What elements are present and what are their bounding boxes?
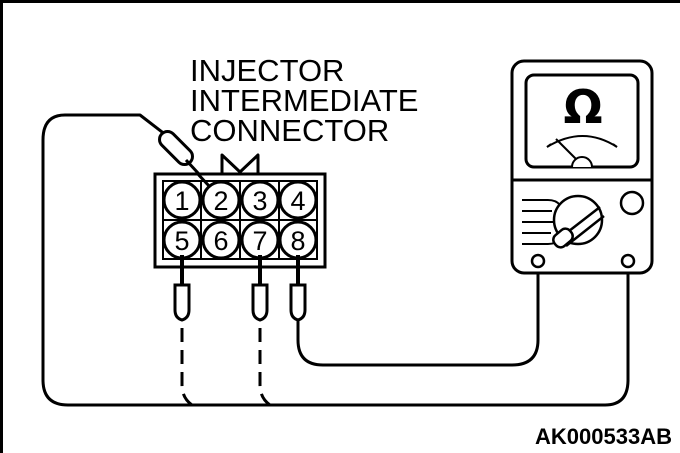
- pin-5: 5: [162, 220, 202, 260]
- pin-1: 1: [162, 180, 202, 220]
- meter-terminal-left[interactable]: [530, 253, 546, 269]
- probe-pin-5: [173, 255, 193, 407]
- pin-number: 2: [213, 186, 228, 216]
- label-line-1: INJECTOR: [190, 53, 344, 88]
- pin-7: 7: [240, 220, 280, 260]
- meter-needle: [555, 138, 578, 161]
- lead-wire-pin8-to-meter: [296, 266, 540, 367]
- pin-circle: [201, 220, 241, 260]
- label-line-2: INTERMEDIATE: [190, 83, 419, 118]
- pin-number: 1: [174, 186, 189, 216]
- probe-body: [289, 283, 307, 322]
- probe-body: [173, 283, 191, 322]
- probe-top-body: [158, 130, 194, 166]
- meter-scale-arc: [546, 135, 618, 148]
- meter-needle-pivot: [571, 156, 593, 168]
- pin-circle: [240, 180, 280, 220]
- probe-body: [251, 283, 269, 322]
- lead-wire-pin2-to-meter: [41, 113, 630, 407]
- pin-6: 6: [201, 220, 241, 260]
- knob-pointer-tip: [552, 227, 574, 249]
- zero-adjust-button[interactable]: [619, 190, 645, 216]
- pin-2: 2: [201, 180, 241, 220]
- probe-dashed-lead: [180, 328, 193, 407]
- pin-number: 3: [252, 186, 267, 216]
- pin-circle: [162, 180, 202, 220]
- ohmmeter: Ω: [510, 59, 654, 275]
- probe-pin-8: [289, 255, 540, 367]
- pin-number: 8: [290, 226, 305, 256]
- pin-3: 3: [240, 180, 280, 220]
- probe-pin-7: [251, 255, 271, 407]
- meter-terminal-right[interactable]: [620, 253, 636, 269]
- connector-label: INJECTOR INTERMEDIATE CONNECTOR: [190, 53, 419, 148]
- figure-code: AK000533AB: [535, 424, 672, 449]
- pin-circle: [201, 180, 241, 220]
- pin-circle: [278, 180, 318, 220]
- meter-scale-ends: [546, 143, 618, 148]
- pin-number: 7: [252, 226, 267, 256]
- probe-dashed-lead: [258, 328, 271, 407]
- label-line-3: CONNECTOR: [190, 113, 389, 148]
- connector-latch: [220, 153, 260, 176]
- pin-number: 4: [290, 186, 305, 216]
- pin-4: 4: [278, 180, 318, 220]
- probe-top-tip-overlay: [194, 170, 212, 189]
- pin-number: 6: [213, 226, 228, 256]
- pin-number: 5: [174, 226, 189, 256]
- pin-8: 8: [278, 220, 318, 260]
- ohm-symbol-icon: Ω: [563, 80, 602, 134]
